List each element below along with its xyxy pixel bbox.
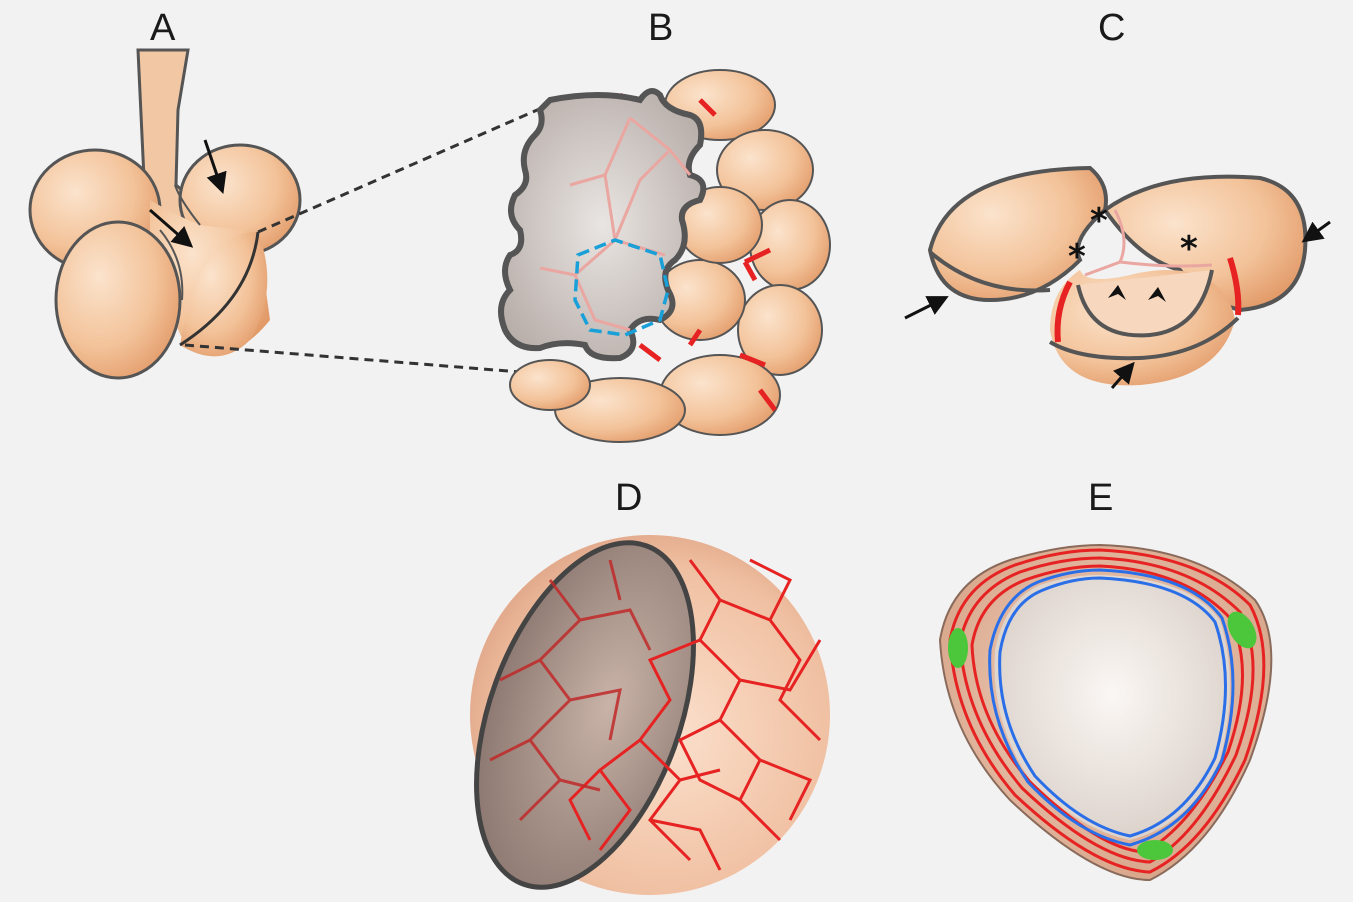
panel-c-label: C bbox=[1098, 7, 1125, 49]
nucleus bbox=[1137, 840, 1173, 860]
nucleus bbox=[948, 628, 968, 668]
asterisk-marker: * bbox=[1180, 229, 1198, 269]
asterisk-marker: * bbox=[1068, 237, 1086, 277]
panel-a-label: A bbox=[150, 7, 176, 49]
alveolar-sac-front bbox=[56, 222, 180, 378]
panel-d-label: D bbox=[615, 477, 642, 519]
asterisk-marker: * bbox=[1090, 201, 1108, 241]
panel-e-label: E bbox=[1088, 477, 1113, 519]
panel-b-label: B bbox=[648, 7, 673, 49]
